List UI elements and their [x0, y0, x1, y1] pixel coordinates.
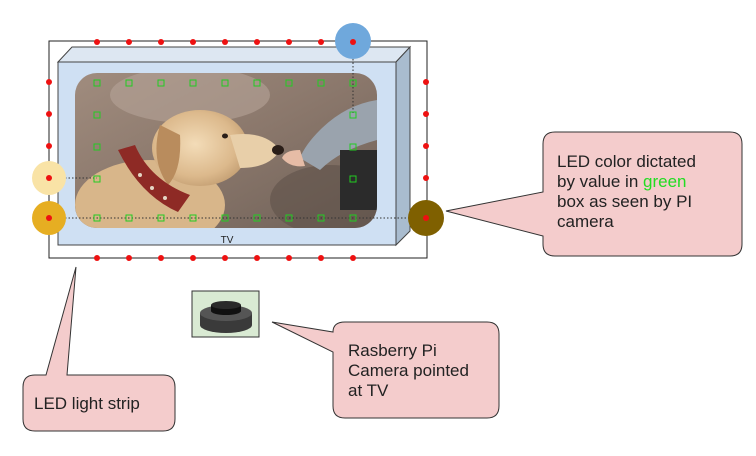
sample-box — [93, 214, 101, 222]
led-dot — [254, 255, 260, 261]
camera-line-3: at TV — [348, 381, 389, 400]
sample-box — [285, 214, 293, 222]
led-dots — [46, 39, 429, 261]
sample-box — [125, 79, 133, 87]
sample-box — [285, 79, 293, 87]
led-dot — [350, 39, 356, 45]
sample-box — [349, 214, 357, 222]
sample-box — [125, 214, 133, 222]
callout-led-color — [445, 131, 743, 257]
led-dot — [286, 39, 292, 45]
led-dot — [423, 143, 429, 149]
sample-box — [253, 79, 261, 87]
sample-box — [349, 79, 357, 87]
led-color-callout-text: LED color dictated by value in green box… — [557, 152, 696, 232]
led-dot — [254, 39, 260, 45]
led-dot — [190, 255, 196, 261]
led-dot — [423, 111, 429, 117]
sample-box — [93, 143, 101, 151]
led-dot — [94, 255, 100, 261]
sample-box — [349, 143, 357, 151]
led-color-green-word: green — [643, 172, 687, 191]
led-dot — [126, 39, 132, 45]
led-color-line-1: LED color dictated — [557, 152, 696, 171]
callout-led-strip — [22, 266, 176, 432]
sample-box — [253, 214, 261, 222]
led-dot — [318, 255, 324, 261]
led-dot — [423, 79, 429, 85]
led-dot — [94, 39, 100, 45]
sample-box — [157, 214, 165, 222]
sample-box — [317, 79, 325, 87]
led-color-line-4: camera — [557, 212, 614, 231]
led-strip-frame — [48, 40, 428, 259]
sample-box — [93, 175, 101, 183]
sample-box — [93, 111, 101, 119]
dog-photo — [75, 73, 377, 228]
led-dot — [318, 39, 324, 45]
sample-box — [93, 79, 101, 87]
sample-box — [189, 79, 197, 87]
callout-camera — [271, 321, 500, 419]
sample-box — [349, 111, 357, 119]
camera-icon — [200, 301, 252, 333]
led-dot — [158, 255, 164, 261]
led-dot — [190, 39, 196, 45]
camera-line-2: Camera pointed — [348, 361, 469, 380]
led-dot — [222, 255, 228, 261]
led-dot — [350, 255, 356, 261]
led-color-line-3: box as seen by PI — [557, 192, 693, 211]
sample-boxes — [93, 79, 357, 222]
tv-label: TV — [221, 235, 234, 246]
sample-box — [349, 175, 357, 183]
sample-box — [317, 214, 325, 222]
led-dot — [158, 39, 164, 45]
sample-box — [221, 79, 229, 87]
led-dot — [286, 255, 292, 261]
led-dot — [423, 175, 429, 181]
sample-box — [189, 214, 197, 222]
led-dot — [46, 215, 52, 221]
camera-callout-text: Rasberry Pi Camera pointed at TV — [348, 341, 469, 401]
led-strip-label: LED light strip — [34, 394, 140, 413]
led-dot — [126, 255, 132, 261]
led-strip-callout-text: LED light strip — [34, 394, 140, 414]
camera-line-1: Rasberry Pi — [348, 341, 437, 360]
led-dot — [46, 79, 52, 85]
sample-box — [221, 214, 229, 222]
led-dot — [222, 39, 228, 45]
led-dot — [46, 143, 52, 149]
led-dot — [423, 215, 429, 221]
led-color-line-2-before: by value in — [557, 172, 643, 191]
led-dot — [46, 111, 52, 117]
sample-box — [157, 79, 165, 87]
tv-side-face — [395, 45, 411, 247]
led-dot — [46, 175, 52, 181]
